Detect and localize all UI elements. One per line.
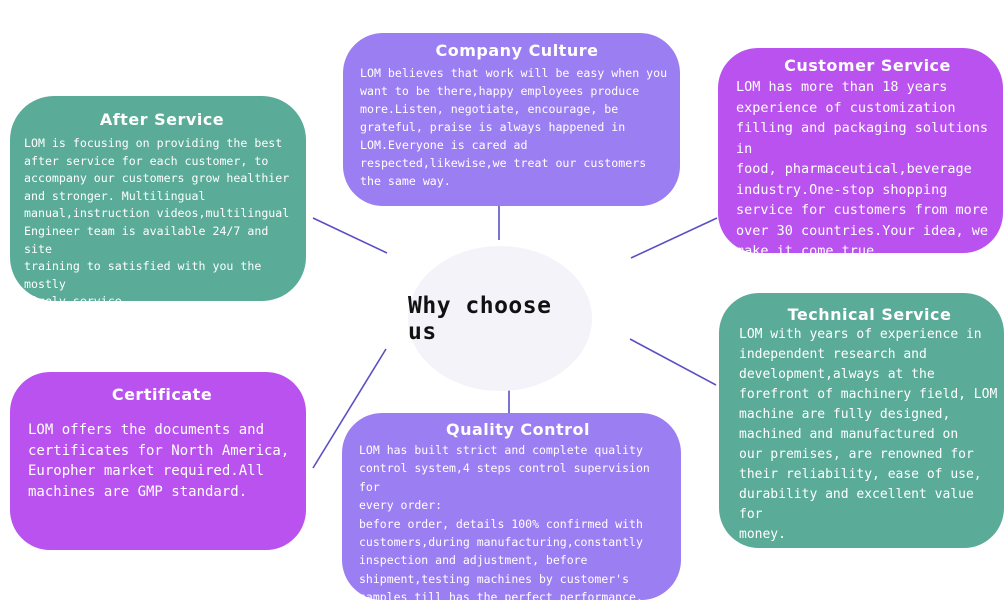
quality-control-text: LOM has built strict and complete qualit… <box>359 443 650 605</box>
technical-service-card: Technical Service LOM with years of expe… <box>719 293 1004 548</box>
certificate-title: Certificate <box>111 385 213 404</box>
company-culture-title: Company Culture <box>435 41 599 60</box>
center-node: Why choose us <box>408 246 592 391</box>
connector-certificate <box>312 348 387 469</box>
after-service-text: LOM is focusing on providing the best af… <box>24 136 290 309</box>
after-service-card: After Service LOM is focusing on providi… <box>10 96 306 308</box>
certificate-text: LOM offers the documents and certificate… <box>28 422 290 500</box>
certificate-card: Certificate LOM offers the documents and… <box>10 372 306 550</box>
quality-control-title: Quality Control <box>445 420 591 439</box>
company-culture-text: LOM believes that work will be easy when… <box>360 66 668 188</box>
customer-service-text: LOM has more than 18 years experience of… <box>736 79 988 259</box>
quality-control-card: Quality Control LOM has built strict and… <box>342 413 681 604</box>
connector-customer-service <box>630 217 718 259</box>
center-title: Why choose us <box>408 292 552 345</box>
connector-after-service <box>312 217 388 254</box>
after-service-title: After Service <box>99 110 225 129</box>
customer-service-title: Customer Service <box>784 56 951 75</box>
technical-service-text: LOM with years of experience in independ… <box>739 327 998 542</box>
customer-service-card: Customer Service LOM has more than 18 ye… <box>718 48 1003 259</box>
connector-technical-service <box>629 338 717 386</box>
company-culture-card: Company Culture LOM believes that work w… <box>343 33 680 206</box>
technical-service-title: Technical Service <box>787 305 952 324</box>
